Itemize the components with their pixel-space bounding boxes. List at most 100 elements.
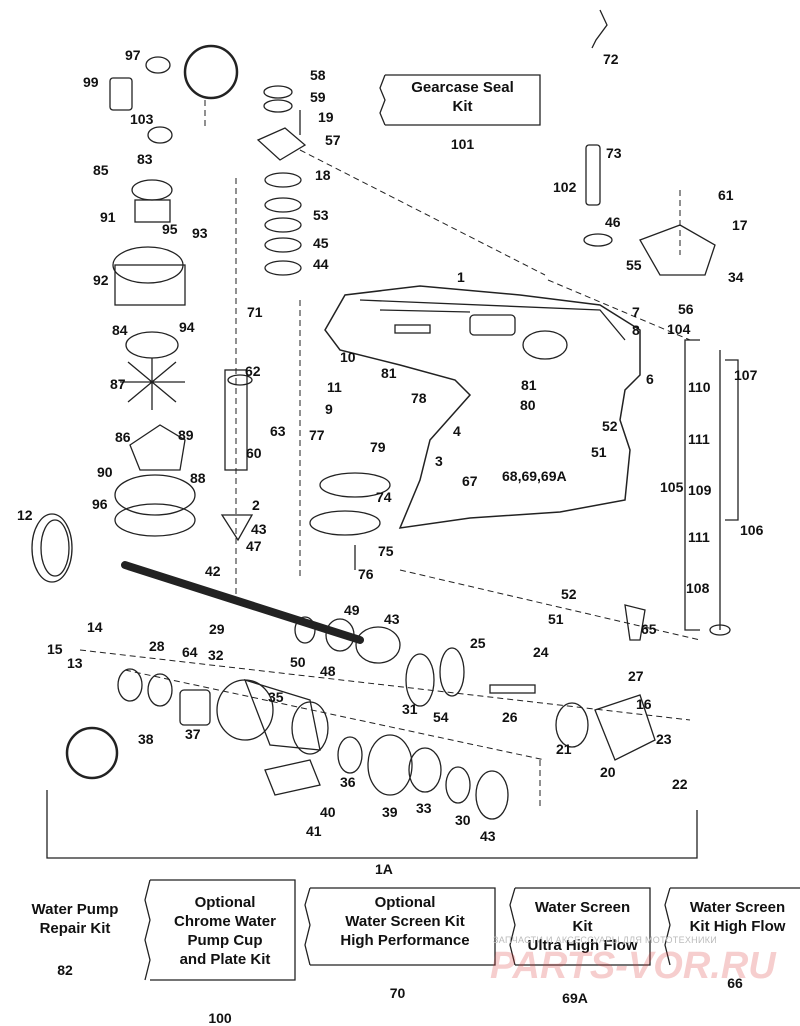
- kit-water-pump-repair-number: 82: [57, 962, 73, 978]
- kit-water-screen-uhf-title: Water Screen Kit Ultra High Flow: [527, 899, 638, 954]
- callout-label: 73: [606, 145, 622, 161]
- callout-label: 74: [376, 489, 392, 505]
- callout-label: 63: [270, 423, 286, 439]
- callout-label: 17: [732, 217, 748, 233]
- callout-label: 89: [178, 427, 194, 443]
- callout-label: 1: [457, 269, 465, 285]
- callout-label: 27: [628, 668, 644, 684]
- callout-label: 83: [137, 151, 153, 167]
- callout-label: 22: [672, 776, 688, 792]
- callout-label: 110: [688, 379, 711, 395]
- callout-label: 111: [688, 431, 710, 447]
- callout-label: 45: [313, 235, 329, 251]
- kit-water-screen-hf-number: 66: [727, 975, 743, 991]
- kit-gearcase-seal-title: Gearcase Seal Kit: [411, 79, 514, 115]
- callout-label: 59: [310, 89, 326, 105]
- assembly-label: 1A: [375, 861, 393, 877]
- callout-label: 19: [318, 109, 334, 125]
- callout-label: 37: [185, 726, 201, 742]
- callout-label: 9: [325, 401, 333, 417]
- callout-label: 23: [656, 731, 672, 747]
- callout-label: 52: [602, 418, 618, 434]
- callout-label: 2: [252, 497, 260, 513]
- callout-label: 81: [381, 365, 397, 381]
- callout-label: 31: [402, 701, 418, 717]
- callout-label: 88: [190, 470, 206, 486]
- callout-label: 57: [325, 132, 341, 148]
- callout-label: 29: [209, 621, 225, 637]
- callout-label: 18: [315, 167, 331, 183]
- callout-label: 71: [247, 304, 263, 320]
- callout-label: 8: [632, 322, 640, 338]
- callout-label: 28: [149, 638, 165, 654]
- callout-label: 14: [87, 619, 103, 635]
- callout-label: 85: [93, 162, 109, 178]
- callout-label: 33: [416, 800, 432, 816]
- callout-label: 43: [480, 828, 496, 844]
- callout-label: 58: [310, 67, 326, 83]
- callout-label: 64: [182, 644, 198, 660]
- callout-label: 48: [320, 663, 336, 679]
- callout-label: 12: [17, 507, 33, 523]
- callout-label: 68,69,69A: [502, 468, 567, 484]
- callout-label: 86: [115, 429, 131, 445]
- callout-label: 11: [327, 379, 342, 395]
- callout-label: 102: [553, 179, 577, 195]
- callout-label: 7: [632, 304, 640, 320]
- callout-label: 47: [246, 538, 262, 554]
- callout-label: 97: [125, 47, 141, 63]
- kit-water-pump-repair-title: Water Pump Repair Kit: [31, 901, 119, 937]
- kit-water-screen-hp-number: 70: [389, 985, 406, 1001]
- kit-chrome-cup-number: 100: [208, 1010, 232, 1026]
- callout-label: 50: [290, 654, 306, 670]
- callout-label: 6: [646, 371, 654, 387]
- callout-label: 24: [533, 644, 549, 660]
- callout-label: 76: [358, 566, 374, 582]
- callout-label: 91: [100, 209, 116, 225]
- callout-label: 15: [47, 641, 63, 657]
- callout-label: 10: [340, 349, 356, 365]
- callout-label: 41: [306, 823, 322, 839]
- callout-label: 96: [92, 496, 108, 512]
- callout-label: 95: [162, 221, 178, 237]
- callout-label: 108: [686, 580, 710, 596]
- callout-label: 67: [462, 473, 478, 489]
- callout-label: 30: [455, 812, 471, 828]
- callout-label: 75: [378, 543, 394, 559]
- callout-label: 21: [556, 741, 572, 757]
- callout-label: 44: [313, 256, 329, 272]
- callout-label: 35: [268, 689, 284, 705]
- callout-label: 20: [600, 764, 616, 780]
- callout-label: 104: [667, 321, 691, 337]
- callout-label: 4: [453, 423, 461, 439]
- callout-label: 51: [548, 611, 564, 627]
- callout-label: 90: [97, 464, 113, 480]
- kit-water-screen-hp-title: Optional Water Screen Kit High Performan…: [340, 894, 470, 949]
- callout-label: 36: [340, 774, 356, 790]
- callout-label: 65: [641, 621, 657, 637]
- callout-label: 13: [67, 655, 83, 671]
- callout-label: 46: [605, 214, 621, 230]
- callout-label: 39: [382, 804, 398, 820]
- callout-label: 51: [591, 444, 607, 460]
- kit-water-screen-uhf-number: 69A: [562, 990, 588, 1006]
- callout-label: 105: [660, 479, 684, 495]
- callout-label: 72: [603, 51, 619, 67]
- callout-label: 93: [192, 225, 208, 241]
- callout-label: 25: [470, 635, 486, 651]
- callout-label: 38: [138, 731, 154, 747]
- callout-label: 42: [205, 563, 221, 579]
- callout-label: 60: [246, 445, 262, 461]
- callout-label: 54: [433, 709, 449, 725]
- callout-label: 92: [93, 272, 109, 288]
- callout-label: 79: [370, 439, 386, 455]
- callout-label: 78: [411, 390, 427, 406]
- callout-label: 62: [245, 363, 261, 379]
- callout-label: 32: [208, 647, 224, 663]
- callout-label: 94: [179, 319, 195, 335]
- callout-label: 49: [344, 602, 360, 618]
- kit-water-screen-hf-title: Water Screen Kit High Flow: [689, 899, 786, 935]
- callout-label: 55: [626, 257, 642, 273]
- watermark-logo: PARTS-VOR.RU: [490, 945, 776, 987]
